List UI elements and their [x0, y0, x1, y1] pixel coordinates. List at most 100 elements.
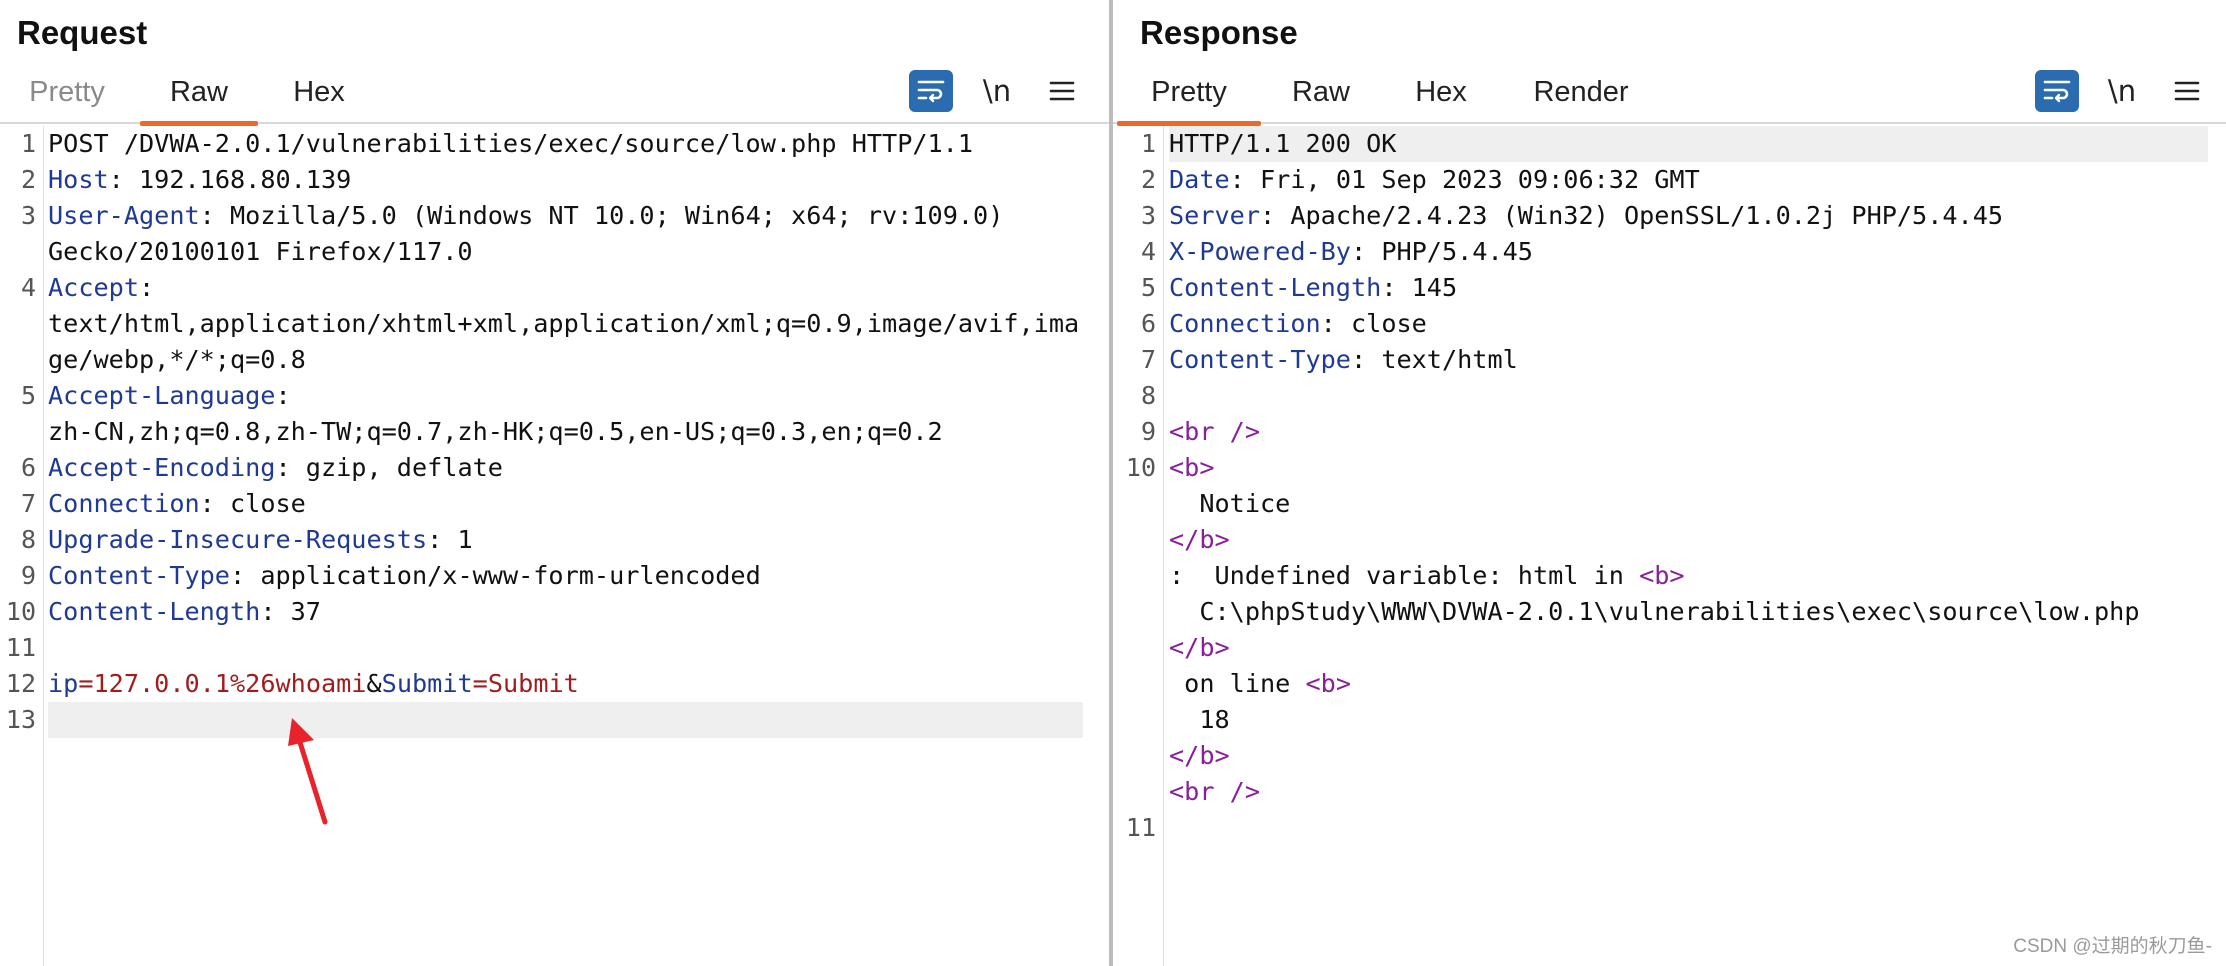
code-line[interactable]: Content-Length: 145 [1169, 270, 2226, 306]
code-line[interactable]: text/html,application/xhtml+xml,applicat… [48, 306, 1109, 342]
code-token: 18 [1169, 705, 1230, 734]
word-wrap-icon [917, 80, 945, 103]
menu-icon [2174, 81, 2200, 101]
request-tab-pretty[interactable]: Pretty [29, 76, 105, 108]
code-token: zh-CN,zh;q=0.8,zh-TW;q=0.7,zh-HK;q=0.5,e… [48, 417, 943, 446]
code-line[interactable]: Accept-Encoding: gzip, deflate [48, 450, 1109, 486]
request-newline-toggle[interactable]: \n [982, 74, 1012, 108]
code-token: Content-Type [48, 561, 230, 590]
code-token: : Apache/2.4.23 (Win32) OpenSSL/1.0.2j P… [1260, 201, 2004, 230]
response-menu-button[interactable] [2167, 70, 2207, 112]
code-line[interactable]: Host: 192.168.80.139 [48, 162, 1109, 198]
request-word-wrap-button[interactable] [909, 70, 953, 112]
code-line[interactable]: ge/webp,*/*;q=0.8 [48, 342, 1109, 378]
code-line[interactable]: zh-CN,zh;q=0.8,zh-TW;q=0.7,zh-HK;q=0.5,e… [48, 414, 1109, 450]
code-token: ip [48, 669, 79, 698]
code-line[interactable]: on line <b> [1169, 666, 2226, 702]
code-line[interactable]: Gecko/20100101 Firefox/117.0 [48, 234, 1109, 270]
code-token: Upgrade-Insecure-Requests [48, 525, 428, 554]
code-line[interactable]: Content-Type: application/x-www-form-url… [48, 558, 1109, 594]
line-number: 5 [1140, 273, 1156, 302]
code-token: <b> [1639, 561, 1685, 590]
code-line[interactable]: Content-Type: text/html [1169, 342, 2226, 378]
line-number: 10 [1125, 453, 1156, 482]
code-token: C:\phpStudy\WWW\DVWA-2.0.1\vulnerabiliti… [1169, 597, 2140, 626]
code-line[interactable]: <br /> [1169, 414, 2226, 450]
code-line[interactable]: : Undefined variable: html in <b> [1169, 558, 2226, 594]
code-line[interactable]: Accept: [48, 270, 1109, 306]
code-line[interactable]: 18 [1169, 702, 2226, 738]
request-editor[interactable]: POST /DVWA-2.0.1/vulnerabilities/exec/so… [0, 126, 1109, 966]
response-word-wrap-button[interactable] [2035, 70, 2079, 112]
code-line[interactable]: <b> [1169, 450, 2226, 486]
line-number: 8 [20, 525, 36, 554]
code-token: <br /> [1169, 777, 1260, 806]
code-token: : text/html [1350, 345, 1518, 374]
line-number: 13 [5, 705, 36, 734]
code-token: Connection [1169, 309, 1321, 338]
request-tab-raw[interactable]: Raw [140, 76, 258, 126]
code-line[interactable]: <br /> [1169, 774, 2226, 810]
response-newline-toggle[interactable]: \n [2107, 74, 2137, 108]
code-line[interactable]: X-Powered-By: PHP/5.4.45 [1169, 234, 2226, 270]
code-line[interactable]: C:\phpStudy\WWW\DVWA-2.0.1\vulnerabiliti… [1169, 594, 2226, 630]
code-token: on line [1169, 669, 1306, 698]
line-number: 6 [1140, 309, 1156, 338]
code-token: : 1 [427, 525, 473, 554]
code-token: text/html,application/xhtml+xml,applicat… [48, 309, 1080, 338]
code-token: : Undefined variable: html in [1169, 561, 1640, 590]
code-line[interactable]: User-Agent: Mozilla/5.0 (Windows NT 10.0… [48, 198, 1109, 234]
pane-divider[interactable] [1109, 0, 1113, 966]
code-token: : 37 [260, 597, 321, 626]
code-line[interactable]: POST /DVWA-2.0.1/vulnerabilities/exec/so… [48, 126, 1109, 162]
code-line[interactable]: Server: Apache/2.4.23 (Win32) OpenSSL/1.… [1169, 198, 2226, 234]
code-token: : application/x-www-form-urlencoded [229, 561, 761, 590]
code-line[interactable] [48, 630, 1109, 666]
line-number: 2 [1140, 165, 1156, 194]
line-number: 9 [20, 561, 36, 590]
code-token: </b> [1169, 525, 1230, 554]
code-line[interactable] [48, 702, 1083, 738]
request-menu-button[interactable] [1042, 70, 1082, 112]
code-line[interactable]: ip=127.0.0.1%26whoami&Submit=Submit [48, 666, 1109, 702]
code-token: X-Powered-By [1169, 237, 1351, 266]
code-token: Accept-Language [48, 381, 276, 410]
code-token: : [275, 381, 291, 410]
code-line[interactable]: Connection: close [48, 486, 1109, 522]
code-token: <br /> [1169, 417, 1260, 446]
response-tab-render[interactable]: Render [1533, 76, 1629, 108]
code-line[interactable]: Upgrade-Insecure-Requests: 1 [48, 522, 1109, 558]
code-token: Accept [48, 273, 139, 302]
response-gutter [1113, 126, 1164, 966]
request-tabbar: Pretty Raw Hex [0, 66, 1109, 126]
code-line[interactable]: Date: Fri, 01 Sep 2023 09:06:32 GMT [1169, 162, 2226, 198]
response-tab-hex[interactable]: Hex [1415, 76, 1467, 108]
code-line[interactable]: Content-Length: 37 [48, 594, 1109, 630]
response-tab-raw[interactable]: Raw [1291, 76, 1350, 108]
response-title: Response [1140, 14, 1298, 51]
code-token: : gzip, deflate [275, 453, 503, 482]
code-token: Notice [1169, 489, 1291, 518]
code-line[interactable] [1169, 810, 2226, 846]
code-line[interactable]: Connection: close [1169, 306, 2226, 342]
code-line[interactable] [1169, 378, 2226, 414]
code-line[interactable]: </b> [1169, 522, 2226, 558]
code-token: : [139, 273, 155, 302]
code-token: </b> [1169, 741, 1230, 770]
code-token: Submit [381, 669, 473, 698]
code-token: : close [199, 489, 306, 518]
request-tab-hex[interactable]: Hex [293, 76, 345, 108]
code-line[interactable]: Notice [1169, 486, 2226, 522]
line-number: 3 [1140, 201, 1156, 230]
response-tab-pretty[interactable]: Pretty [1117, 76, 1261, 126]
line-number: 7 [1140, 345, 1156, 374]
code-line[interactable]: </b> [1169, 738, 2226, 774]
code-line[interactable]: </b> [1169, 630, 2226, 666]
code-token: Connection [48, 489, 200, 518]
code-token: Date [1169, 165, 1230, 194]
request-code[interactable]: POST /DVWA-2.0.1/vulnerabilities/exec/so… [48, 126, 1109, 966]
code-line[interactable]: Accept-Language: [48, 378, 1109, 414]
code-line[interactable]: HTTP/1.1 200 OK [1169, 126, 2208, 162]
